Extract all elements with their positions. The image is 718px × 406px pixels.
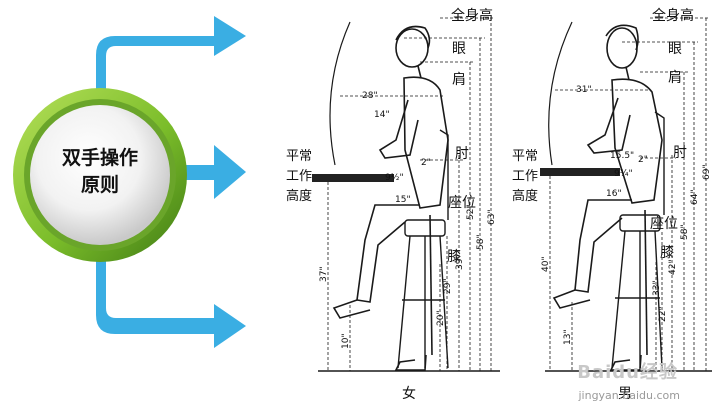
principle-title-line2: 原则	[80, 174, 119, 196]
male-dim-knee: 33"	[652, 280, 662, 296]
female-work-height-line1: 平常	[286, 149, 312, 164]
female-dim-hand: 9½"	[385, 173, 404, 183]
female-dim-shoulder: 52"	[466, 204, 476, 220]
female-elbow-label: 肘	[455, 146, 469, 162]
male-seat-label: 座位	[650, 216, 678, 232]
male-work-surface	[540, 168, 620, 176]
female-dim-elbow-rest: 2"	[421, 158, 431, 168]
female-dim-seat: 20"	[436, 310, 446, 326]
male-figure	[552, 24, 663, 371]
male-dim-shoulder: 58"	[680, 224, 690, 240]
female-figure	[332, 25, 449, 371]
principle-title: 双手操作 原则	[45, 145, 155, 199]
male-dim-hand: 9¾"	[614, 169, 633, 179]
male-reach-arc	[548, 21, 573, 166]
female-dim-reach: 28"	[362, 91, 378, 101]
male-work-height-line3: 高度	[512, 188, 538, 204]
male-dim-reach: 31"	[576, 85, 592, 95]
arrow-top-icon	[96, 16, 246, 100]
male-work-height-line1: 平常	[512, 149, 538, 164]
male-dim-lines	[549, 17, 710, 371]
watermark-url: jingyan.baidu.com	[578, 389, 680, 402]
male-dim-forearm: 15.5"	[610, 151, 634, 161]
female-dim-full: 63"	[487, 209, 497, 225]
male-shoulder-label: 肩	[668, 70, 682, 86]
female-dim-elbow: 39"	[455, 254, 465, 270]
male-dim-elbow-rest: 2"	[638, 155, 648, 165]
male-elbow-label: 肘	[673, 145, 687, 161]
female-seat-label: 座位	[448, 195, 476, 211]
male-dim-thigh: 16"	[606, 189, 622, 199]
male-knee-label: 膝	[660, 245, 674, 261]
watermark-logo: Baidu经验	[577, 362, 678, 383]
female-dim-knee: 29"	[443, 278, 453, 294]
male-dim-full: 69"	[702, 164, 712, 180]
female-dim-thigh: 15"	[395, 195, 411, 205]
principle-badge	[13, 88, 187, 262]
female-eye-label: 眼	[452, 41, 466, 57]
female-reach-arc	[329, 21, 351, 166]
female-dim-forearm: 14"	[374, 110, 390, 120]
male-stool	[611, 111, 665, 369]
badge-sphere	[30, 105, 170, 245]
female-full-height-label: 全身高	[451, 7, 493, 24]
male-dim-seat: 22"	[658, 306, 668, 322]
principle-title-line1: 双手操作	[61, 147, 138, 169]
male-work-height-line2: 工作	[512, 169, 538, 184]
arrow-middle-icon	[180, 145, 246, 199]
male-dim-foot: 13"	[563, 329, 573, 345]
arrow-bottom-icon	[96, 255, 246, 348]
female-diagram: 全身高 眼 肩 肘 座位 膝 平常 工作 高度 女 28" 14" 2" 9½"…	[286, 7, 500, 402]
male-dim-work: 40"	[541, 256, 551, 272]
female-shoulder-label: 肩	[452, 72, 466, 88]
branch-arrows	[96, 16, 246, 348]
female-dim-work: 37"	[319, 266, 329, 282]
female-dim-foot: 10"	[341, 333, 351, 349]
male-caption: 男	[618, 386, 632, 402]
male-eye-label: 眼	[668, 41, 682, 57]
female-work-height-line3: 高度	[286, 188, 312, 204]
female-knee-label: 膝	[447, 249, 461, 265]
male-diagram: 全身高 眼 肩 肘 座位 膝 平常 工作 高度 男 31" 15.5" 2" 9…	[512, 7, 712, 402]
male-dim-elbow: 42"	[668, 259, 678, 275]
male-dim-eye: 64"	[690, 189, 700, 205]
female-work-height-line2: 工作	[286, 169, 312, 184]
female-caption: 女	[402, 385, 416, 402]
male-full-height-label: 全身高	[652, 7, 694, 24]
female-work-surface	[312, 174, 394, 182]
female-dim-eye: 58"	[476, 234, 486, 250]
